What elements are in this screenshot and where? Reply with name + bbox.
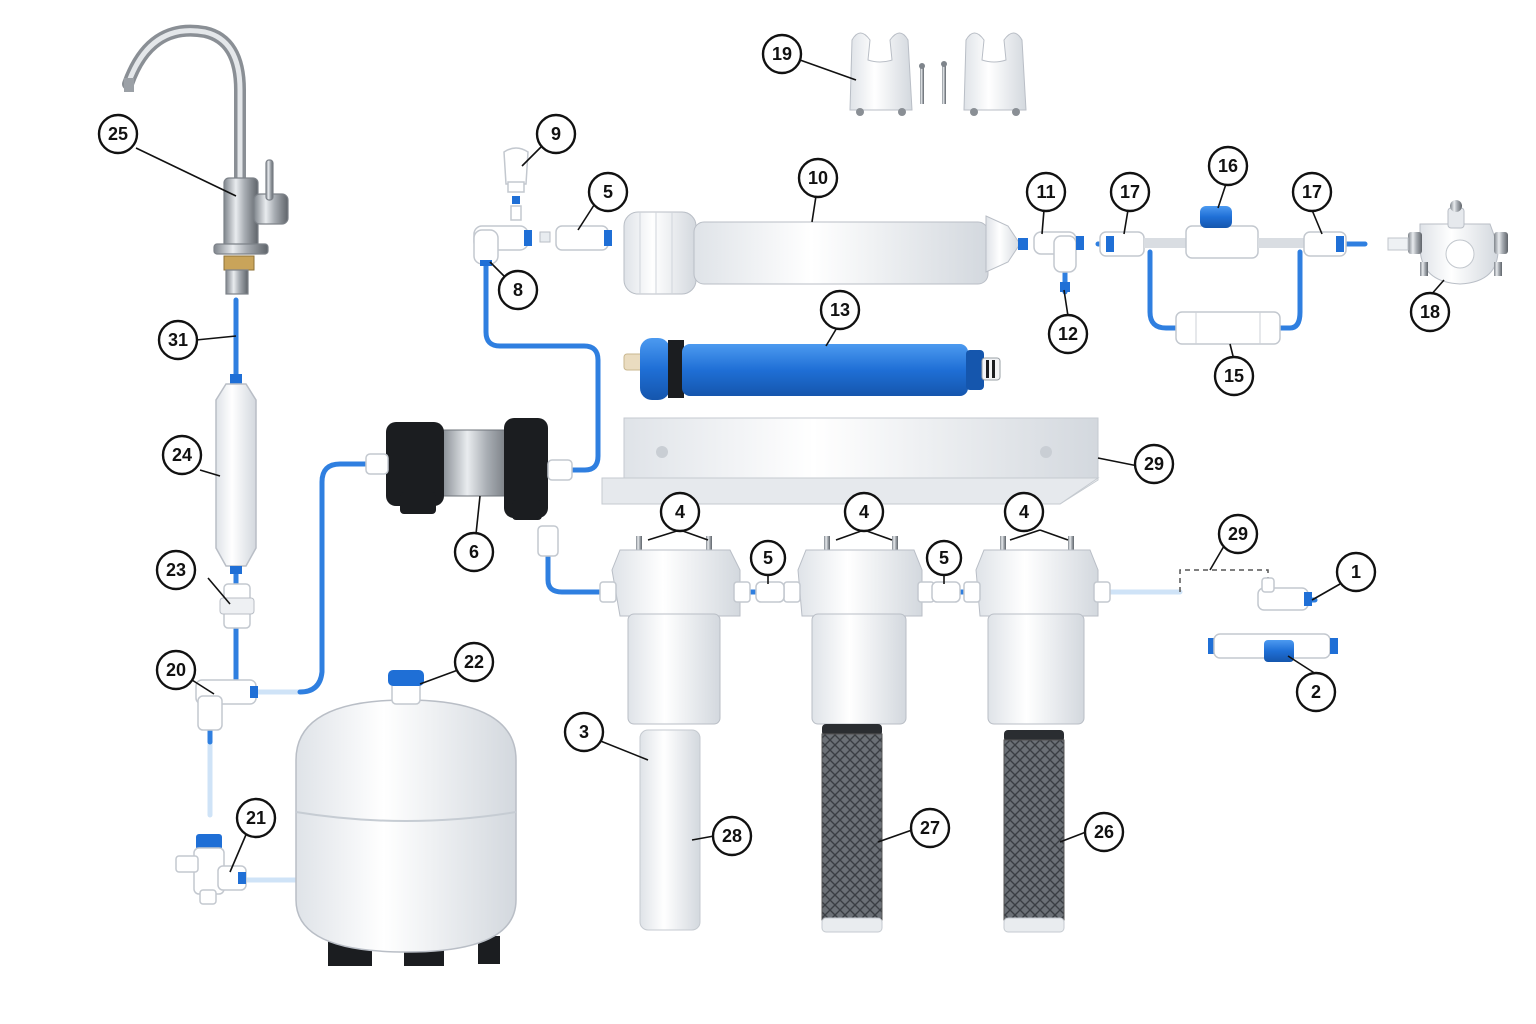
callout-18: 18	[1409, 291, 1451, 333]
svg-text:2: 2	[1311, 682, 1321, 702]
callouts: 25 31 24 23 20 21 22 6 8 9 5 10 13 11 12…	[97, 33, 1451, 857]
callout-11: 11	[1025, 171, 1067, 213]
callout-2: 2	[1295, 671, 1337, 713]
callout-4-c: 4	[1003, 491, 1045, 533]
callout-26: 26	[1083, 811, 1125, 853]
pump-icon	[365, 418, 573, 557]
callout-22: 22	[453, 641, 495, 683]
svg-text:11: 11	[1036, 182, 1055, 202]
callout-4-a: 4	[659, 491, 701, 533]
callout-5-mid-b: 5	[925, 539, 963, 577]
svg-text:17: 17	[1302, 182, 1322, 202]
svg-text:5: 5	[603, 182, 613, 202]
feed-clamp-18	[1387, 200, 1508, 285]
callout-31: 31	[157, 319, 199, 361]
callout-28: 28	[711, 815, 753, 857]
callout-20: 20	[155, 649, 197, 691]
callout-1: 1	[1335, 551, 1377, 593]
membrane-housing-icon	[623, 211, 1028, 295]
svg-text:6: 6	[469, 542, 479, 562]
callout-10: 10	[797, 157, 839, 199]
flush-valve-9	[503, 147, 529, 221]
post-filter-icon	[215, 374, 257, 574]
callout-29-bracket: 29	[1133, 443, 1175, 485]
callout-13: 13	[819, 289, 861, 331]
svg-text:4: 4	[1019, 502, 1029, 522]
shutoff-valve-2	[1208, 633, 1338, 662]
svg-text:26: 26	[1094, 822, 1114, 842]
svg-text:25: 25	[108, 124, 128, 144]
carbon-block-cartridge-27	[821, 724, 883, 933]
svg-text:8: 8	[513, 280, 523, 300]
svg-text:4: 4	[859, 502, 869, 522]
svg-text:18: 18	[1420, 302, 1440, 322]
faucet-icon	[122, 24, 289, 295]
svg-text:12: 12	[1058, 324, 1078, 344]
elbow-fitting-8	[473, 225, 532, 266]
svg-text:23: 23	[166, 560, 186, 580]
flow-restrictor-15	[1175, 311, 1281, 345]
membrane-icon	[623, 338, 1001, 400]
connector-17-left	[1099, 231, 1145, 257]
tank-icon	[295, 670, 517, 966]
callout-4-b: 4	[843, 491, 885, 533]
callout-3: 3	[563, 711, 605, 753]
svg-text:19: 19	[772, 44, 792, 64]
svg-text:17: 17	[1120, 182, 1140, 202]
callout-25: 25	[97, 113, 139, 155]
callout-24: 24	[161, 434, 203, 476]
svg-text:27: 27	[920, 818, 940, 838]
svg-text:1: 1	[1351, 562, 1361, 582]
svg-text:9: 9	[551, 124, 561, 144]
svg-text:13: 13	[830, 300, 850, 320]
svg-text:15: 15	[1224, 366, 1244, 386]
callout-6: 6	[453, 531, 495, 573]
callout-8: 8	[497, 269, 539, 311]
svg-text:21: 21	[246, 808, 266, 828]
svg-text:20: 20	[166, 660, 186, 680]
callout-21: 21	[235, 797, 277, 839]
svg-text:3: 3	[579, 722, 589, 742]
callout-9: 9	[535, 113, 577, 155]
inlet-valve-1	[1257, 577, 1312, 611]
carbon-block-cartridge-26	[1003, 730, 1065, 933]
svg-text:22: 22	[464, 652, 484, 672]
svg-text:28: 28	[722, 826, 742, 846]
tee-fitting-20	[195, 679, 258, 731]
callout-17-left: 17	[1109, 171, 1151, 213]
connector-17-right	[1303, 231, 1347, 257]
svg-text:29: 29	[1144, 454, 1164, 474]
sediment-cartridge-28	[639, 729, 701, 931]
svg-text:5: 5	[939, 548, 949, 568]
filter-housing-icon	[599, 536, 1111, 725]
callout-17-right: 17	[1291, 171, 1333, 213]
straight-connector-5-top	[539, 225, 612, 251]
callout-19: 19	[761, 33, 803, 75]
callout-16: 16	[1207, 145, 1249, 187]
bracket-icon	[601, 417, 1100, 505]
svg-text:16: 16	[1218, 156, 1238, 176]
svg-text:24: 24	[172, 445, 192, 465]
flow-restrictor-valve-16	[1144, 206, 1304, 259]
svg-text:10: 10	[808, 168, 828, 188]
callout-5-top: 5	[587, 171, 629, 213]
svg-text:5: 5	[763, 548, 773, 568]
tank-valve-21	[175, 834, 247, 905]
svg-text:4: 4	[675, 502, 685, 522]
callout-29-dashed: 29	[1217, 513, 1259, 555]
callout-5-mid-a: 5	[749, 539, 787, 577]
mounting-clips-19	[849, 32, 1027, 116]
callout-27: 27	[909, 807, 951, 849]
svg-text:31: 31	[168, 330, 188, 350]
svg-text:29: 29	[1228, 524, 1248, 544]
tube-connector-23	[219, 583, 255, 629]
elbow-fitting-11	[1033, 231, 1084, 292]
callout-15: 15	[1213, 355, 1255, 397]
callout-23: 23	[155, 549, 197, 591]
callout-12: 12	[1047, 313, 1089, 355]
